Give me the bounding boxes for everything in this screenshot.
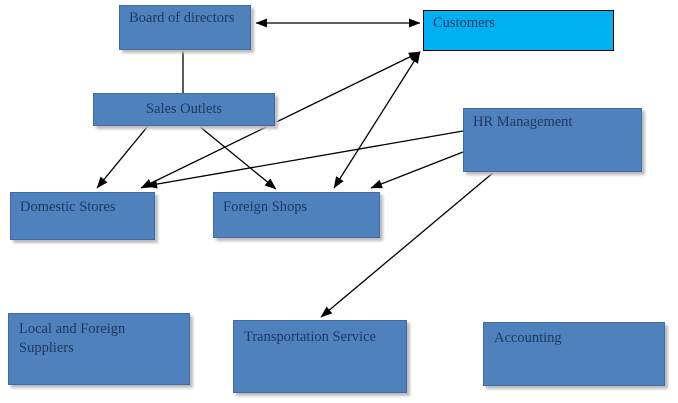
node-local-and-foreign-suppliers: Local and Foreign Suppliers — [8, 313, 190, 385]
node-sales-outlets: Sales Outlets — [93, 93, 275, 126]
node-customers: Customers — [423, 10, 614, 51]
node-label: Foreign Shops — [223, 199, 308, 215]
node-domestic-stores: Domestic Stores — [10, 192, 155, 240]
node-label: Local and Foreign Suppliers — [19, 321, 126, 357]
node-label: Transportation Service — [244, 329, 376, 345]
node-label: Board of directors — [129, 10, 235, 26]
edge-sales-foreign — [198, 125, 277, 190]
node-label: Sales Outlets — [145, 101, 223, 117]
node-board-of-directors: Board of directors — [119, 5, 251, 50]
node-label: Domestic Stores — [20, 199, 116, 215]
node-foreign-shops: Foreign Shops — [213, 192, 380, 238]
node-label: Customers — [433, 15, 496, 31]
edge-sales-domestic — [96, 125, 149, 189]
node-transportation-service: Transportation Service — [233, 320, 407, 393]
node-label: HR Management — [473, 114, 573, 130]
edge-hr-domestic — [145, 130, 464, 189]
edge-customers-foreign — [333, 51, 421, 189]
node-label: Accounting — [494, 330, 562, 346]
node-hr-management: HR Management — [463, 108, 642, 172]
edge-hr-foreign — [370, 151, 464, 189]
node-accounting: Accounting — [483, 322, 665, 386]
